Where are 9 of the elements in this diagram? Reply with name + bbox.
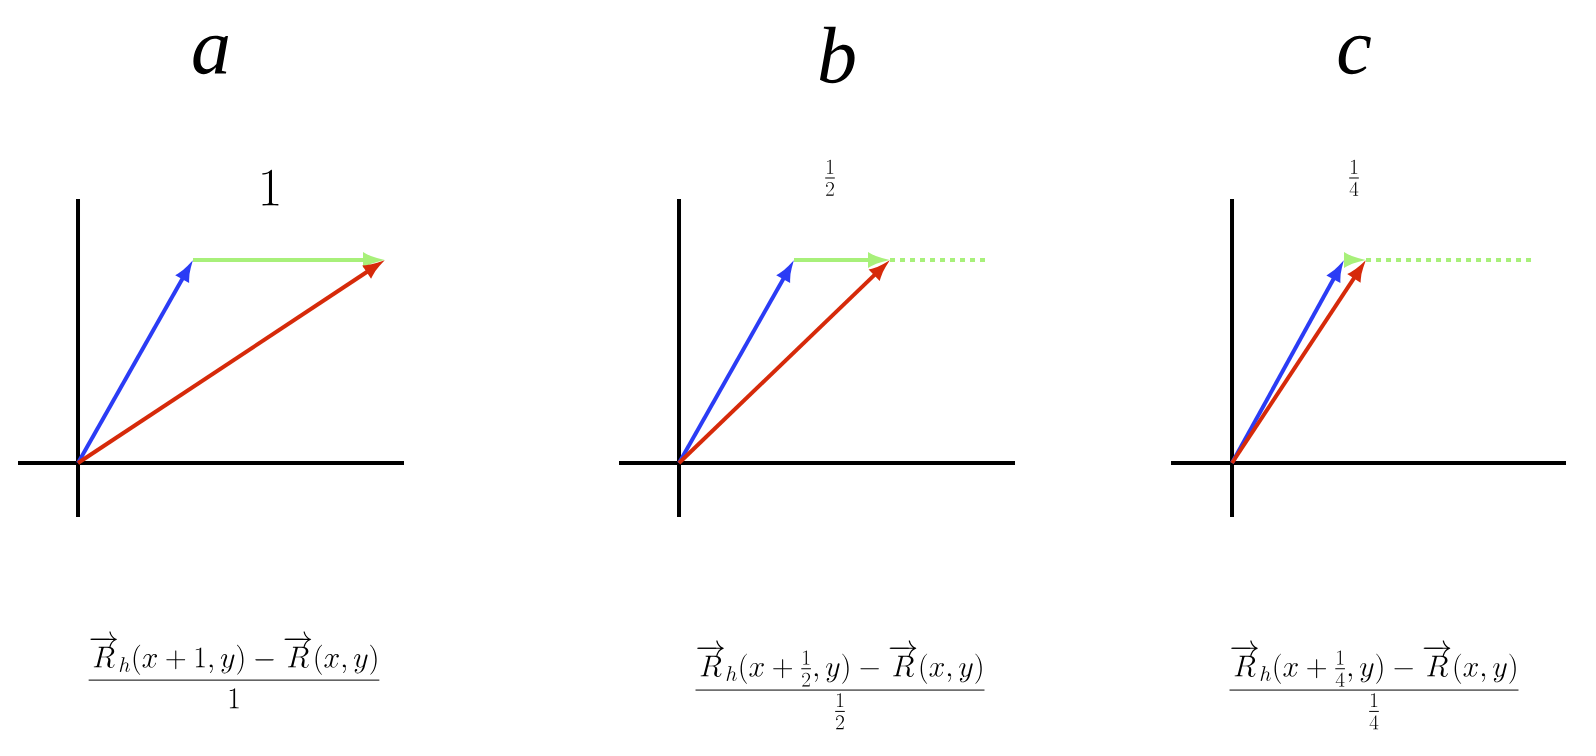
difference-quotient-formula: $\frac{\overrightarrow{R}_h(x+\tfrac{1}{4},y)-\overrightarrow{R}(x,y)}{\tfrac{1}{4}}$ bbox=[1229, 640, 1519, 730]
difference-quotient-formula: $\frac{\overrightarrow{R}_h(x+1,y)-\overrightarrow{R}(x,y)}{1}$ bbox=[88, 631, 380, 709]
panel-letter: c bbox=[1338, 35, 1371, 75]
step-size-label: $1$ bbox=[262, 169, 279, 206]
difference-quotient-formula: $\frac{\overrightarrow{R}_h(x+\tfrac{1}{2},y)-\overrightarrow{R}(x,y)}{\tfrac{1}{2}}$ bbox=[695, 640, 985, 730]
step-size-label: $\frac{1}{2}$ bbox=[825, 159, 835, 196]
panel-letter: b bbox=[819, 26, 855, 84]
panel-letter: a bbox=[193, 35, 228, 75]
step-size-label: $\frac{1}{4}$ bbox=[1349, 159, 1359, 196]
